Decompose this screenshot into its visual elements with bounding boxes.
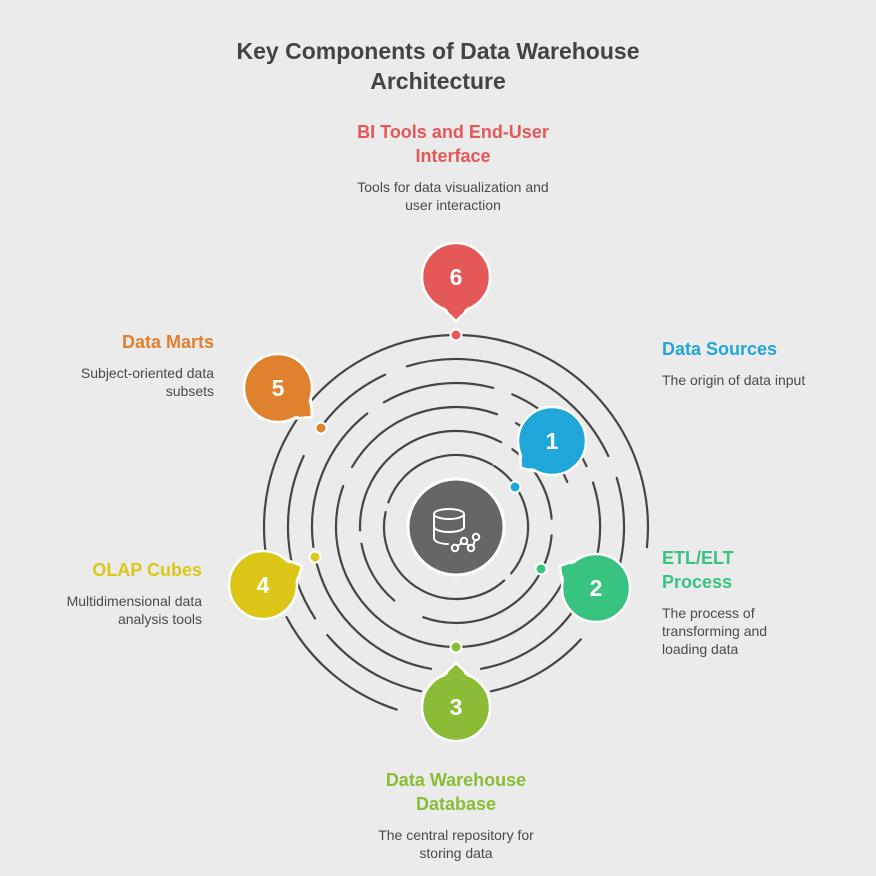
bubble-fill xyxy=(519,408,585,474)
title-line-1: Key Components of Data Warehouse xyxy=(236,38,640,64)
ring-arc xyxy=(387,453,494,504)
ring-arc xyxy=(461,334,650,549)
label-title: Data Warehouse Database xyxy=(385,770,527,814)
ring-arc xyxy=(360,542,396,602)
label-data-sources: Data Sources The origin of data input xyxy=(662,337,852,389)
bubble-number: 6 xyxy=(450,264,463,290)
component-bubble-4: 4 xyxy=(227,549,322,621)
label-title: Data Sources xyxy=(662,339,778,359)
bubble-number: 5 xyxy=(272,375,285,401)
ring-arc xyxy=(422,534,553,625)
database-network-icon xyxy=(433,508,481,553)
label-title: ETL/ELT Process xyxy=(662,548,734,592)
ring-arc xyxy=(351,405,499,469)
bubble-tail-fill xyxy=(444,306,468,319)
title-line-2: Architecture xyxy=(370,68,506,94)
ring-arc xyxy=(591,481,602,558)
label-etl-elt: ETL/ELT Process The process of transform… xyxy=(662,546,802,658)
label-bi-tools: BI Tools and End-User Interface Tools fo… xyxy=(333,120,573,214)
ring-arc xyxy=(382,381,495,404)
label-description: Tools for data visualization and user in… xyxy=(357,179,549,213)
component-bubble-5: 5 xyxy=(242,352,328,435)
ring-arc xyxy=(382,510,506,601)
label-description: Subject-oriented data subsets xyxy=(80,365,214,399)
component-bubble-1: 1 xyxy=(508,405,588,494)
bubble-tail-fill xyxy=(444,665,468,678)
marker-dot xyxy=(508,480,522,494)
component-bubble-3: 3 xyxy=(420,640,492,743)
marker-dot xyxy=(449,640,463,654)
ring-arc xyxy=(326,633,423,693)
bubble-number: 4 xyxy=(257,572,270,598)
bubble-fill xyxy=(423,674,489,740)
ring-arc xyxy=(405,357,610,458)
label-title: Data Marts xyxy=(121,332,214,352)
ring-arc xyxy=(310,412,369,549)
marker-dot xyxy=(314,421,328,435)
ring-arc xyxy=(489,638,582,693)
label-description: Multidimensional data analysis tools xyxy=(66,593,202,627)
marker-dot xyxy=(308,550,322,564)
page-title: Key Components of Data Warehouse Archite… xyxy=(0,36,876,96)
label-title: OLAP Cubes xyxy=(92,560,202,580)
ring-arc xyxy=(358,429,503,532)
bubbles: 1 2 3 4 5 6 xyxy=(227,241,632,743)
marker-dot xyxy=(449,328,463,342)
ring-arc xyxy=(334,484,453,648)
label-description: The origin of data input xyxy=(662,372,806,388)
label-olap-cubes: OLAP Cubes Multidimensional data analysi… xyxy=(30,558,202,628)
bubble-tail-fill xyxy=(284,561,301,583)
label-title: BI Tools and End-User Interface xyxy=(357,122,549,166)
ring-arc xyxy=(285,616,398,711)
bubble-number: 1 xyxy=(546,428,559,454)
label-data-marts: Data Marts Subject-oriented data subsets xyxy=(40,330,214,400)
bubble-number: 3 xyxy=(450,694,463,720)
label-data-warehouse-db: Data Warehouse Database The central repo… xyxy=(356,768,556,862)
ring-arc xyxy=(493,464,530,575)
bubble-tail-fill xyxy=(292,398,311,417)
ring-arc xyxy=(262,334,451,600)
marker-dot xyxy=(534,562,548,576)
center-hub xyxy=(406,477,506,577)
component-bubble-6: 6 xyxy=(420,241,492,342)
bubble-number: 2 xyxy=(590,575,603,601)
component-bubble-2: 2 xyxy=(534,552,632,624)
bubble-fill xyxy=(423,244,489,310)
ring-arc xyxy=(286,454,317,620)
bubble-tail-fill xyxy=(561,562,577,583)
bubble-tail-fill xyxy=(521,451,538,470)
bubble-fill xyxy=(230,552,296,618)
ring-arc xyxy=(315,563,433,670)
label-description: The process of transforming and loading … xyxy=(662,605,768,657)
center-circle xyxy=(406,477,506,577)
label-description: The central repository for storing data xyxy=(378,827,534,861)
bubble-fill xyxy=(563,555,629,621)
bubble-fill xyxy=(245,355,311,421)
